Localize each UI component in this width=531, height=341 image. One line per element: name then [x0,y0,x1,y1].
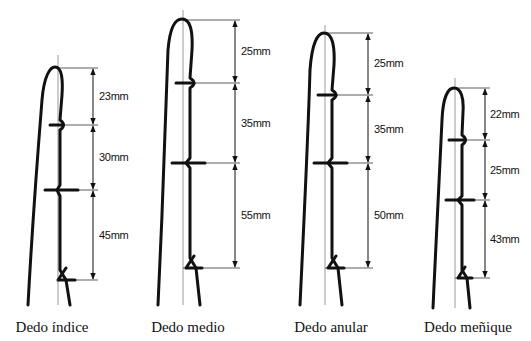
dimension-label: 25mm [241,46,270,57]
tick-lines [58,20,490,280]
finger-caption: Dedo medio [151,320,225,335]
dimension-label: 50mm [374,210,403,221]
dimension-label: 45mm [99,230,128,241]
finger-caption: Dedo índice [16,320,89,335]
dimension-label: 22mm [490,109,519,120]
dimension-label: 30mm [99,152,128,163]
finger-caption: Dedo anular [294,320,368,335]
finger-outlines [28,19,474,308]
dimension-label: 55mm [241,210,270,221]
dimension-label: 25mm [490,165,519,176]
dimension-label: 43mm [490,234,519,245]
dimension-label: 23mm [99,91,128,102]
finger-caption: Dedo meñique [424,320,512,335]
dimension-arrows [93,21,485,279]
center-lines [58,10,455,308]
dimension-label: 35mm [241,118,270,129]
dimension-label: 35mm [374,124,403,135]
dimension-label: 25mm [374,58,403,69]
